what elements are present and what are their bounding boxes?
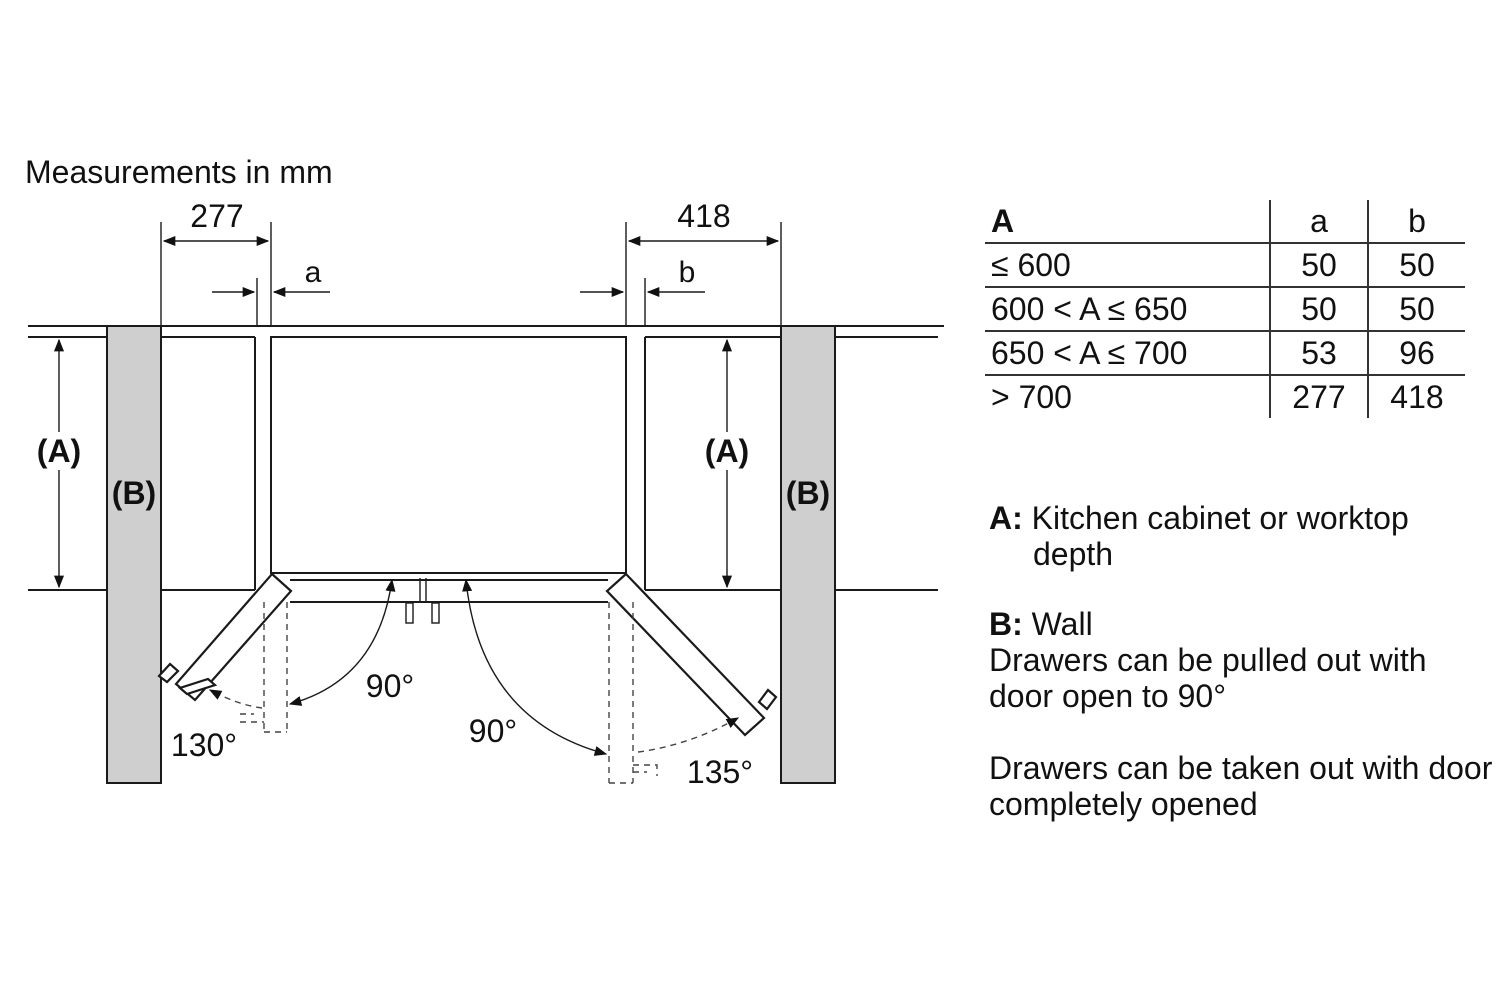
table-cell-b: 418 <box>1367 375 1465 418</box>
table-header-row: A a b <box>985 200 1465 244</box>
right-door-angle: 135° <box>687 754 753 790</box>
table-row: 600 < A ≤ 650 50 50 <box>985 287 1465 332</box>
table-header-a: A <box>985 200 1270 244</box>
clearance-table: A a b ≤ 600 50 50 600 < A ≤ 650 50 50 65… <box>985 200 1465 418</box>
table-header-gap-a: a <box>1269 200 1368 244</box>
table-row: ≤ 600 50 50 <box>985 243 1465 288</box>
left-door-90-outline <box>240 602 288 733</box>
gap-b-label: b <box>679 256 696 289</box>
legend-a-key: A: <box>989 500 1023 536</box>
dim-277-label: 277 <box>190 198 243 234</box>
units-note: Measurements in mm <box>25 154 333 190</box>
appliance-body <box>270 336 627 624</box>
table-cell-a: 50 <box>1269 287 1368 332</box>
legend-a-text-line2: depth <box>1033 536 1114 572</box>
right-door-swing-arc <box>637 717 740 753</box>
table-cell-a: 277 <box>1269 375 1368 418</box>
table-cell-a: 50 <box>1269 243 1368 288</box>
legend-b-text: Wall <box>1031 606 1093 642</box>
table-cell-b: 96 <box>1367 331 1465 376</box>
table-row: > 700 277 418 <box>985 375 1465 418</box>
legend-b-key: B: <box>989 606 1023 642</box>
legend-wall: B: Wall <box>989 606 1093 642</box>
table-cell-range: > 700 <box>991 379 1072 415</box>
note-drawers-pulled-out: Drawers can be pulled out with door open… <box>989 642 1427 714</box>
wall-label-right: (B) <box>786 475 830 511</box>
table-cell-range: 600 < A ≤ 650 <box>985 287 1270 332</box>
left-drawer-arc <box>288 578 396 706</box>
left-door <box>157 572 293 702</box>
right-door <box>605 572 778 737</box>
wall-label-left: (B) <box>112 475 156 511</box>
left-wall <box>106 325 162 784</box>
table-header-gap-b: b <box>1367 200 1465 244</box>
right-drawer-arc <box>462 578 608 756</box>
depth-label-left: (A) <box>37 433 81 469</box>
extension-lines <box>160 222 782 326</box>
table-cell-b: 50 <box>1367 243 1465 288</box>
right-door-90-outline <box>608 602 658 784</box>
depth-label-right: (A) <box>705 433 749 469</box>
left-drawer-angle: 90° <box>366 668 414 704</box>
table-cell-b: 50 <box>1367 287 1465 332</box>
table-cell-range: 650 < A ≤ 700 <box>985 331 1270 376</box>
legend-a-text-line1: Kitchen cabinet or worktop <box>1031 500 1409 536</box>
right-wall <box>780 325 836 784</box>
installation-diagram: Measurements in mm 277 418 <box>25 154 944 790</box>
table-row: 650 < A ≤ 700 53 96 <box>985 331 1465 376</box>
gap-a-label: a <box>305 256 322 289</box>
right-drawer-angle: 90° <box>469 713 517 749</box>
table-cell-a: 53 <box>1269 331 1368 376</box>
legend-cabinet-depth: A: Kitchen cabinet or worktop depth <box>989 500 1489 572</box>
left-door-angle: 130° <box>171 727 237 763</box>
note-drawers-taken-out: Drawers can be taken out with door compl… <box>989 750 1493 822</box>
left-door-swing-arc <box>208 689 263 709</box>
table-cell-range: ≤ 600 <box>985 243 1270 288</box>
dim-418-label: 418 <box>677 198 730 234</box>
